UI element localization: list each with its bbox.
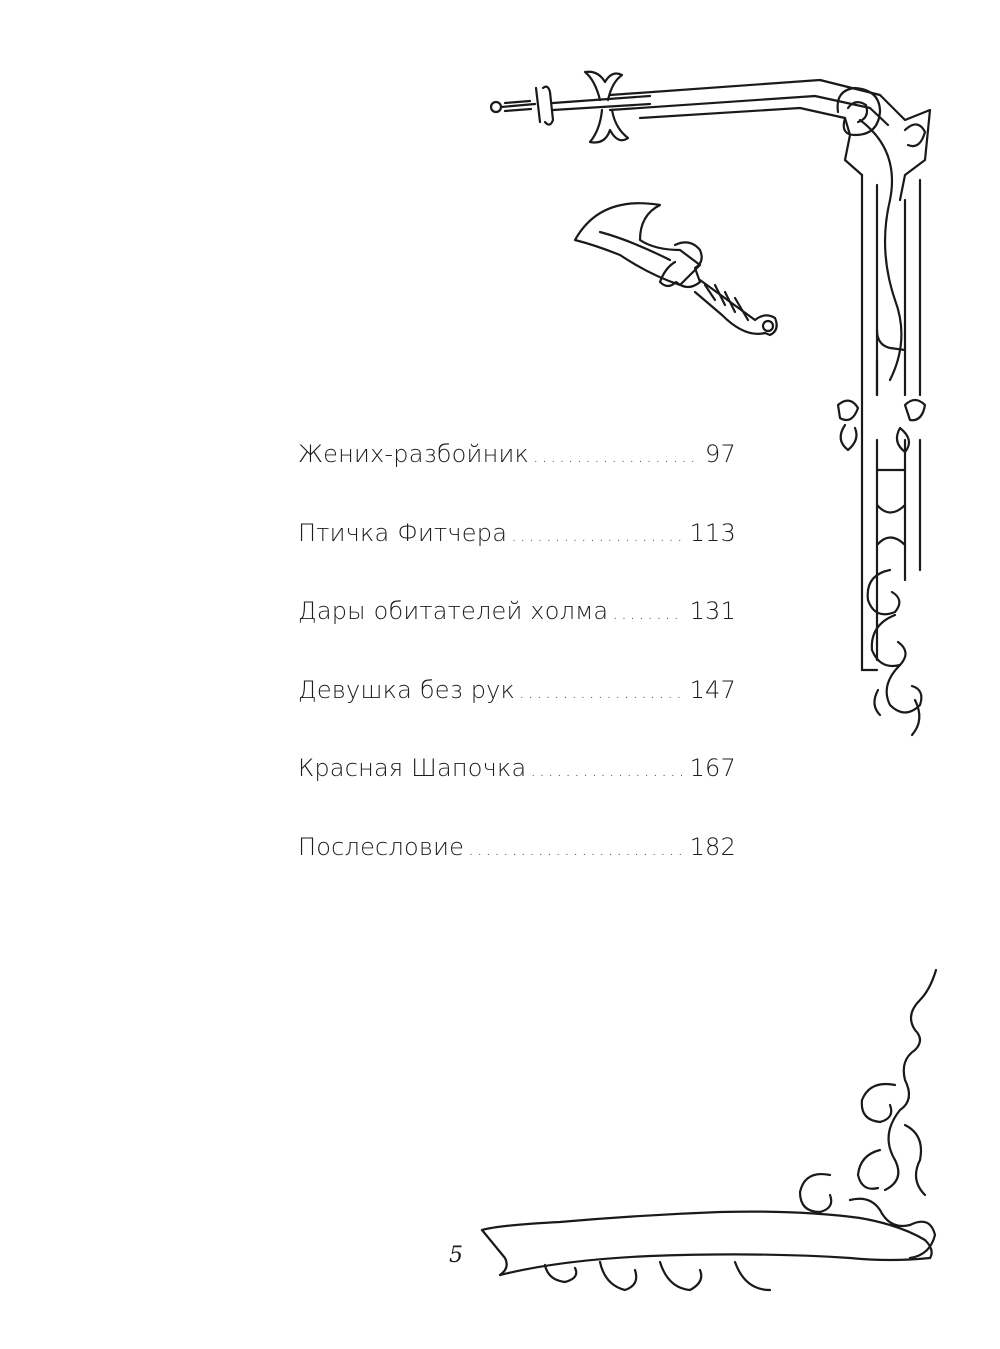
toc-dot-leader: ........................................… [511, 524, 683, 546]
toc-entry-page: 167 [689, 754, 736, 782]
toc-dot-leader: ........................................… [468, 838, 683, 860]
toc-entry-title: Дары обитателей холма [298, 597, 609, 625]
toc-entry-page: 182 [689, 832, 736, 861]
toc-entry-title: Красная Шапочка [298, 754, 527, 782]
toc-entry-page: 131 [689, 597, 736, 625]
toc-entry[interactable]: Дары обитателей холма ..................… [298, 597, 736, 676]
scroll-corner-ornament [480, 968, 938, 1292]
toc-dot-leader: ........................................… [532, 446, 699, 467]
toc-entry[interactable]: Послесловие ............................… [298, 833, 736, 912]
toc-entry-title: Птичка Фитчера [298, 518, 508, 547]
page-number: 5 [449, 1243, 463, 1268]
table-of-contents: Жених-разбойник ........................… [298, 440, 736, 911]
toc-dot-leader: ........................................… [530, 760, 684, 781]
sword-icon [489, 70, 652, 144]
toc-entry-title: Девушка без рук [298, 675, 515, 704]
toc-entry-title: Жених-разбойник [298, 440, 529, 468]
toc-dot-leader: ........................................… [518, 681, 684, 703]
toc-entry-page: 97 [705, 440, 736, 468]
dagger-icon [573, 202, 778, 337]
toc-entry-page: 147 [689, 675, 736, 704]
toc-entry-title: Послесловие [298, 832, 465, 861]
toc-entry-page: 113 [689, 518, 736, 547]
toc-dot-leader: ........................................… [612, 603, 684, 624]
toc-entry[interactable]: Девушка без рук ........................… [298, 676, 736, 755]
toc-entry[interactable]: Жених-разбойник ........................… [298, 440, 736, 519]
toc-entry[interactable]: Красная Шапочка ........................… [298, 754, 736, 833]
toc-entry[interactable]: Птичка Фитчера .........................… [298, 519, 736, 598]
gothic-frame-ornament [608, 78, 932, 737]
